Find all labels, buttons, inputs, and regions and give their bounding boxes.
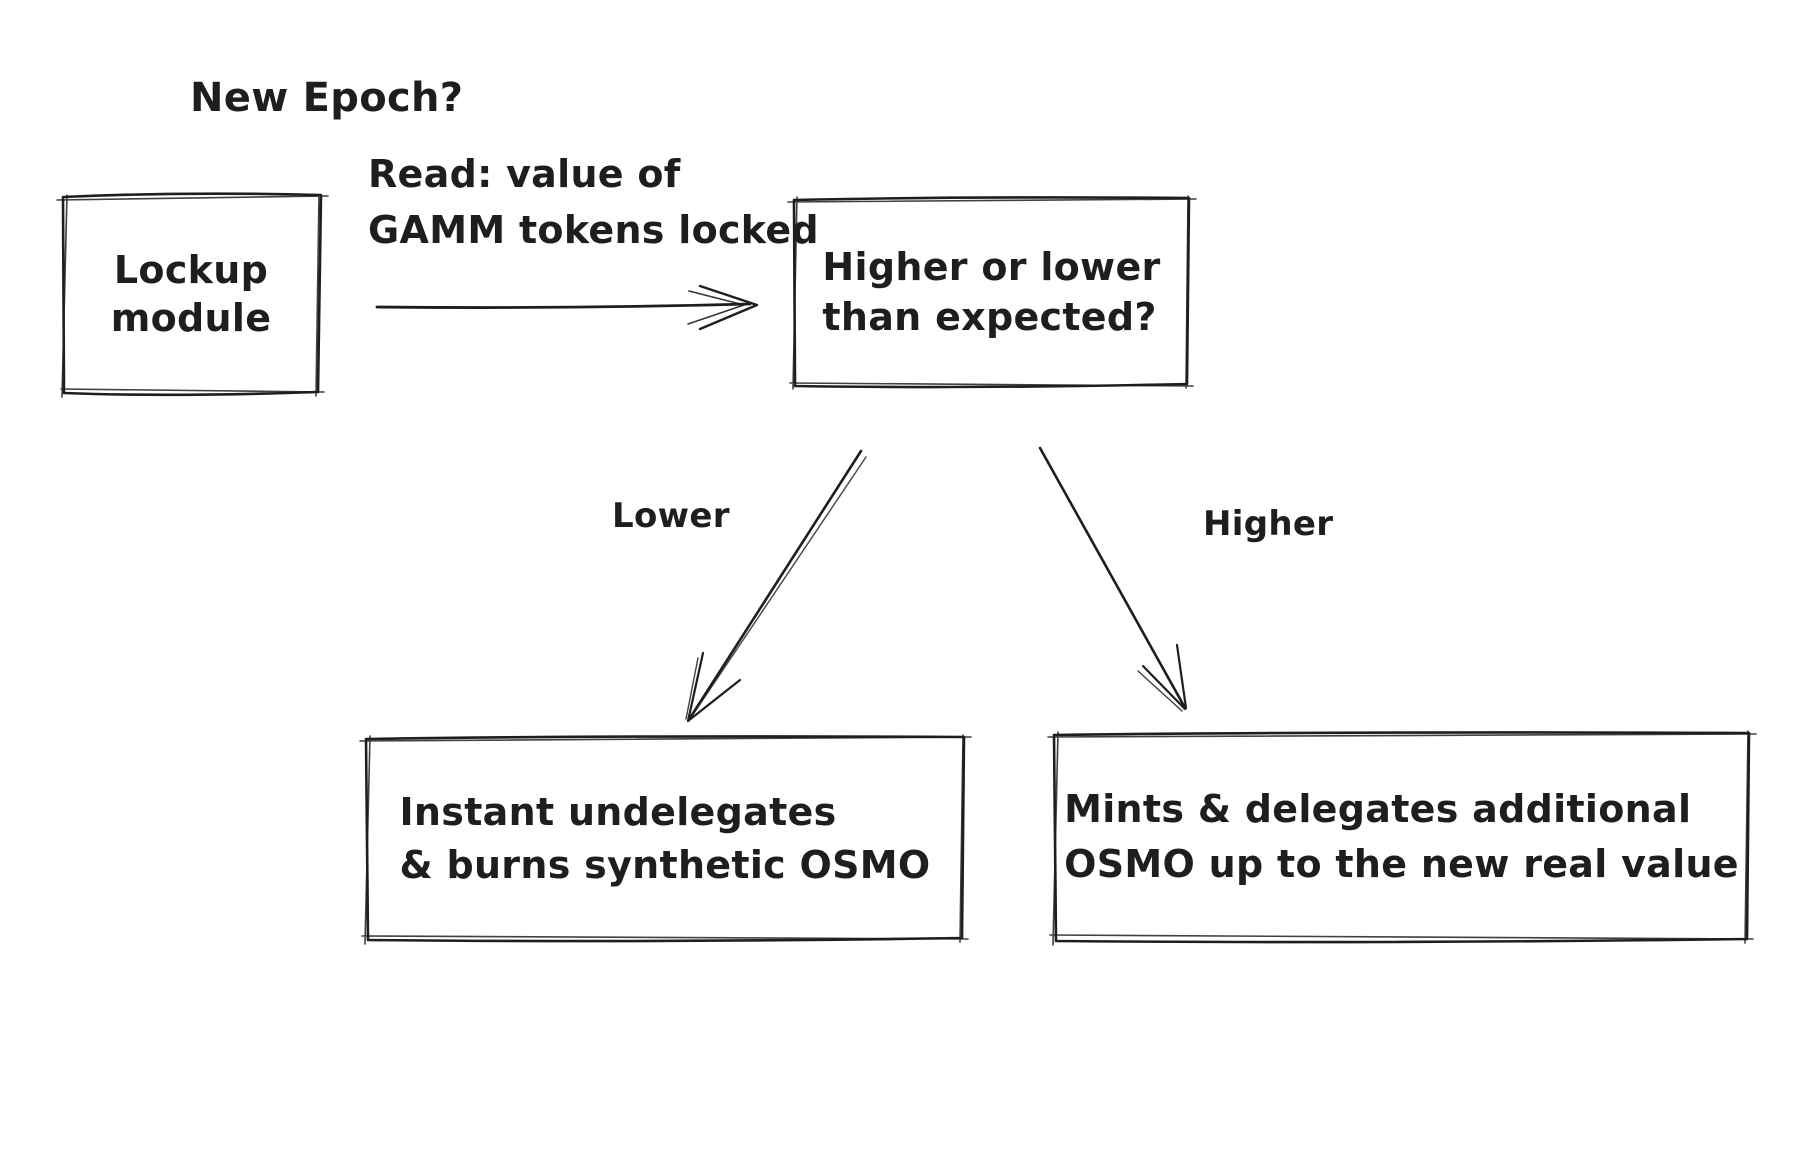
arrow-lockup-to-decision	[375, 284, 759, 331]
node-lockup-module: Lockup module	[110, 247, 272, 340]
lower-outcome-box	[359, 734, 972, 945]
node-instant-undelegates: Instant undelegates & burns synthetic OS…	[399, 789, 931, 887]
higher-outcome-box	[1047, 730, 1757, 946]
edge-label-lower: Lower	[612, 496, 730, 536]
edge-label-read-gamm-value: Read: value of GAMM tokens locked	[368, 152, 819, 252]
edge-label-higher: Higher	[1203, 504, 1334, 544]
lockup-module-box	[56, 192, 329, 398]
diagram-title: New Epoch?	[190, 75, 464, 121]
decision-box	[787, 195, 1197, 390]
arrow-decision-to-lower	[685, 449, 867, 723]
arrow-decision-to-higher	[1038, 446, 1188, 712]
node-mints-delegates: Mints & delegates additional OSMO up to …	[1064, 787, 1739, 886]
node-higher-or-lower-decision: Higher or lower than expected?	[822, 244, 1161, 339]
